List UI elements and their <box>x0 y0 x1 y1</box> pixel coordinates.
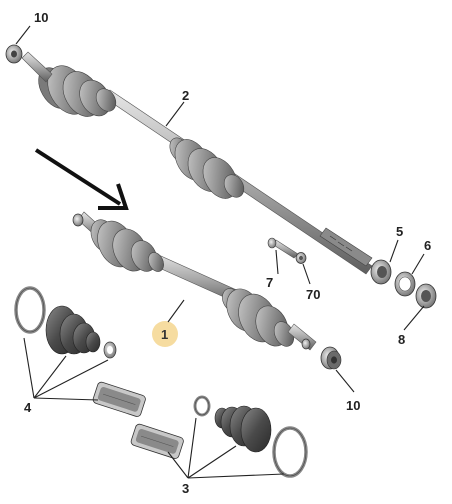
callout-10-bottom: 10 <box>346 398 360 413</box>
bolt-part-7 <box>267 237 299 259</box>
washer-part-6 <box>394 271 416 297</box>
leader-lines <box>15 25 425 479</box>
nut-part-10-bottom <box>320 346 342 370</box>
kit3-grease-sachet <box>130 423 184 459</box>
callout-3: 3 <box>182 481 189 496</box>
nut-part-70 <box>295 252 307 264</box>
callout-1: 1 <box>161 327 168 342</box>
upper-stub-axle <box>21 51 53 83</box>
callout-7: 7 <box>266 275 273 290</box>
boot-kit-part-4 <box>14 286 146 417</box>
boot-kit-part-3 <box>130 395 308 478</box>
lower-stub-nut <box>72 213 84 227</box>
callout-6: 6 <box>424 238 431 253</box>
lower-inner-boot <box>222 288 295 347</box>
lower-outer-boot <box>90 219 164 272</box>
callout-70: 70 <box>306 287 320 302</box>
upper-inner-boot <box>169 137 245 199</box>
direction-arrow <box>34 148 129 210</box>
callout-1-highlight <box>152 321 178 347</box>
kit4-grease-sachet <box>92 381 146 417</box>
callout-8: 8 <box>398 332 405 347</box>
kit4-boot <box>45 305 101 355</box>
callout-10-top: 10 <box>34 10 48 25</box>
seal-ring-part-5 <box>370 259 392 285</box>
upper-drive-shaft <box>5 44 373 275</box>
callout-2: 2 <box>182 88 189 103</box>
ring-part-8 <box>415 283 437 309</box>
callout-5: 5 <box>396 224 403 239</box>
callout-4: 4 <box>24 400 32 415</box>
kit3-boot <box>214 405 272 453</box>
lower-drive-shaft <box>72 211 317 351</box>
callout-labels: 10 2 5 6 7 70 8 1 4 10 3 <box>24 10 431 496</box>
upper-outer-boot <box>38 65 117 117</box>
